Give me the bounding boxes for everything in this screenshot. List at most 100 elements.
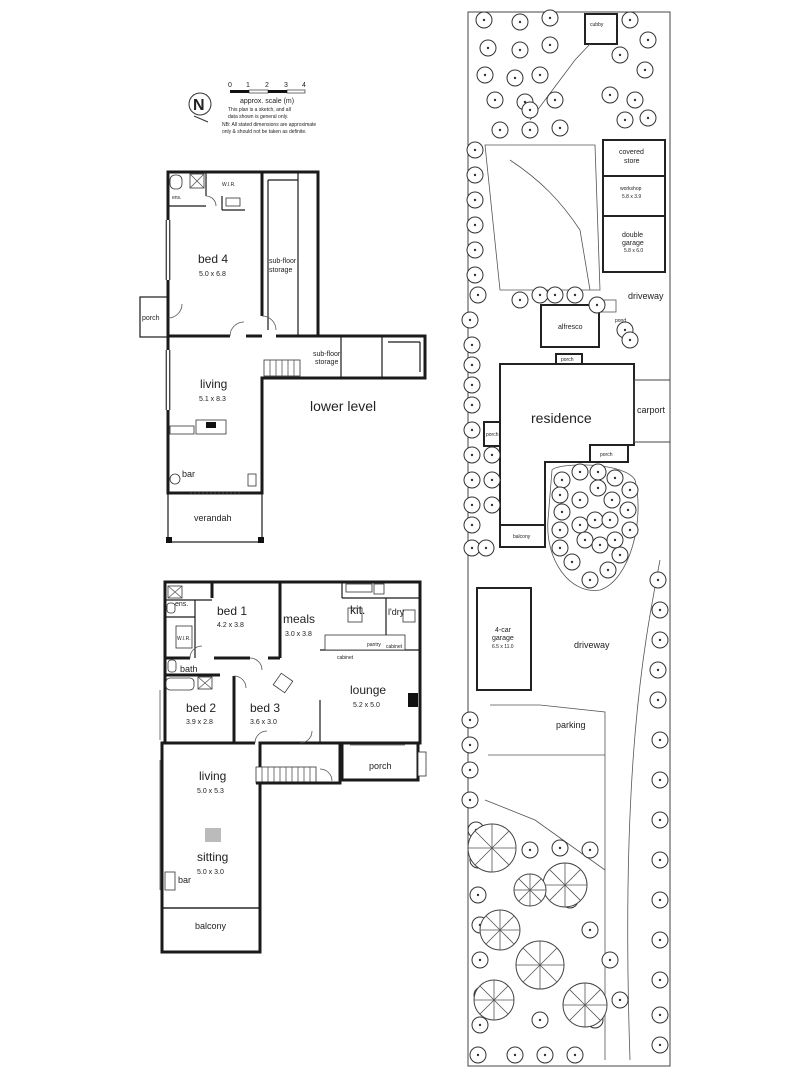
tree-trunk	[588, 578, 592, 582]
upper-bed3-name: bed 3	[250, 701, 280, 715]
garden-edge	[484, 799, 606, 871]
door-swing	[249, 657, 263, 671]
tree-trunk	[493, 98, 497, 102]
upper-wir-label: W.I.R.	[177, 636, 191, 642]
tree-trunk	[486, 46, 490, 50]
tree-trunk	[543, 1053, 547, 1057]
balcony-label: balcony	[513, 534, 531, 540]
lower-living-dims: 5.1 x 8.3	[199, 396, 226, 403]
stairs	[263, 359, 301, 377]
scale-tick-4: 4	[302, 82, 306, 89]
scale-note: This plan is a sketch, and all	[228, 107, 291, 113]
tree-branch	[584, 989, 601, 1006]
scale-segment	[268, 90, 287, 93]
tree-trunk	[470, 343, 474, 347]
upper-level-plan: ens. bed 1 4.2 x 3.8 meals 3.0 x 3.8 kit…	[159, 580, 427, 954]
tree-trunk	[468, 768, 472, 772]
scale-tick-1: 1	[246, 82, 250, 89]
tree-trunk	[470, 546, 474, 550]
tree-trunk	[595, 303, 599, 307]
lower-level-title: lower level	[310, 398, 376, 414]
cabinet	[169, 425, 195, 435]
parking-edge	[490, 704, 606, 755]
tree-trunk	[646, 38, 650, 42]
upper-kit-label: kit.	[350, 603, 365, 617]
double-garage-label: garage	[622, 240, 644, 247]
tree-trunk	[608, 958, 612, 962]
upper-bed2-name: bed 2	[186, 701, 216, 715]
tree-trunk	[588, 848, 592, 852]
tree-branch	[485, 915, 501, 931]
wir-shelf	[225, 197, 241, 207]
tree-branch	[564, 884, 581, 901]
upper-bath-label: bath	[180, 664, 198, 674]
bathtub-icon	[165, 677, 195, 691]
tree-branch	[569, 1004, 586, 1021]
balcony	[499, 524, 546, 548]
tree-trunk	[523, 100, 527, 104]
tree-trunk	[656, 578, 660, 582]
tree-branch	[539, 947, 558, 966]
tree-trunk	[658, 638, 662, 642]
tree-trunk	[470, 428, 474, 432]
tree-trunk	[473, 273, 477, 277]
tree-trunk	[558, 846, 562, 850]
tree-branch	[499, 915, 515, 931]
tree-trunk	[468, 743, 472, 747]
door-swing	[229, 321, 245, 337]
lawn-curve	[509, 159, 591, 291]
upper-cabinet1-label: cabinet	[337, 655, 354, 661]
upper-ens-label: ens.	[175, 601, 188, 608]
tree-trunk	[470, 503, 474, 507]
kitchen-island	[324, 634, 406, 651]
tree-trunk	[548, 16, 552, 20]
tree-trunk	[608, 518, 612, 522]
double-garage	[602, 215, 666, 273]
scale-legend: 0 1 2 3 4 approx. scale (m) This plan is…	[222, 82, 316, 135]
tree-branch	[518, 878, 531, 891]
lower-outer-wall	[166, 170, 427, 495]
double-garage-label: double	[622, 232, 643, 239]
tree-trunk	[633, 98, 637, 102]
fireplace	[205, 828, 221, 842]
tree-trunk	[558, 546, 562, 550]
site-boundary	[467, 11, 671, 1067]
residence-label: residence	[531, 410, 592, 426]
fireplace-insert	[206, 422, 216, 428]
tree-branch	[491, 847, 510, 866]
double-garage-dims: 5.8 x 6.0	[624, 248, 643, 254]
scale-segment	[248, 89, 269, 94]
upper-sitting-dims: 5.0 x 3.0	[197, 869, 224, 876]
tree-branch	[549, 869, 566, 886]
chair	[272, 672, 294, 694]
tree-branch	[569, 989, 586, 1006]
alfresco	[540, 304, 600, 348]
stairs	[255, 766, 317, 784]
tree-trunk	[646, 116, 650, 120]
door-swing	[299, 730, 313, 744]
path	[529, 43, 591, 121]
tree-trunk	[558, 493, 562, 497]
tree-branch	[518, 889, 531, 902]
tree-trunk	[626, 508, 630, 512]
bar-counter	[164, 871, 176, 891]
tree-branch	[493, 985, 509, 1001]
tree-trunk	[613, 476, 617, 480]
tree-trunk	[476, 1053, 480, 1057]
tree-trunk	[658, 738, 662, 742]
tree-trunk	[578, 470, 582, 474]
wir-shelf	[175, 625, 193, 649]
door-swing	[233, 675, 247, 689]
tree-branch	[493, 999, 509, 1015]
tree-trunk	[628, 528, 632, 532]
door-swing	[319, 768, 333, 782]
tree-trunk	[596, 486, 600, 490]
upper-ldry-label: l'dry	[388, 607, 405, 617]
tree-trunk	[470, 403, 474, 407]
scale-note: NB: All stated dimensions are approximat…	[222, 122, 316, 128]
pond-label: pond	[615, 318, 626, 324]
scale-segment	[286, 89, 306, 94]
driveway-edge	[627, 559, 661, 1061]
upper-bed2-dims: 3.9 x 2.8	[186, 719, 213, 726]
